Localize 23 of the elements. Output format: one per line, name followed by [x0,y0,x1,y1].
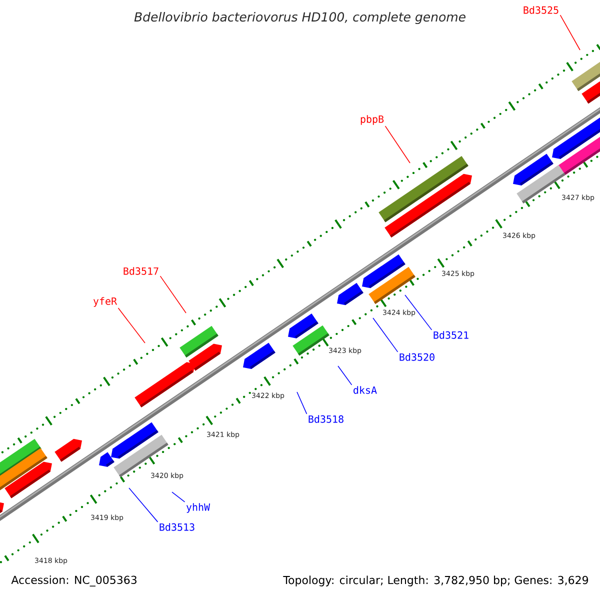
gene-label: Bd3521 [434,331,468,339]
gene-label: Bd3520 [400,353,434,361]
leader-line [560,14,580,50]
leader-line [172,492,186,502]
leader-line [338,366,352,386]
leader-line [160,276,186,314]
gene-label: dksA [354,386,377,394]
genome-info-note: Topology: circular; Length: 3,782,950 bp; Genes: 3,629 [283,576,588,586]
gene-label: yhhW [186,503,210,513]
leader-line [404,294,432,330]
leader-line [296,392,308,414]
gene-label: Bd3518 [308,415,344,423]
leader-line [128,488,158,522]
accession-note: Accession: NC_005363 [11,576,136,586]
leader-line [118,308,146,344]
gene-label: yfeR [93,297,118,307]
leader-line [372,318,398,352]
title: Bdellovibrio bacteriovorus HD100, complete genome [134,12,466,24]
leader-line [384,126,410,164]
gene-label: Bd3513 [160,523,194,531]
gene-label: Bd3525 [524,6,558,14]
gene-label: pbpB [360,115,384,125]
gene-label: Bd3517 [124,267,158,275]
